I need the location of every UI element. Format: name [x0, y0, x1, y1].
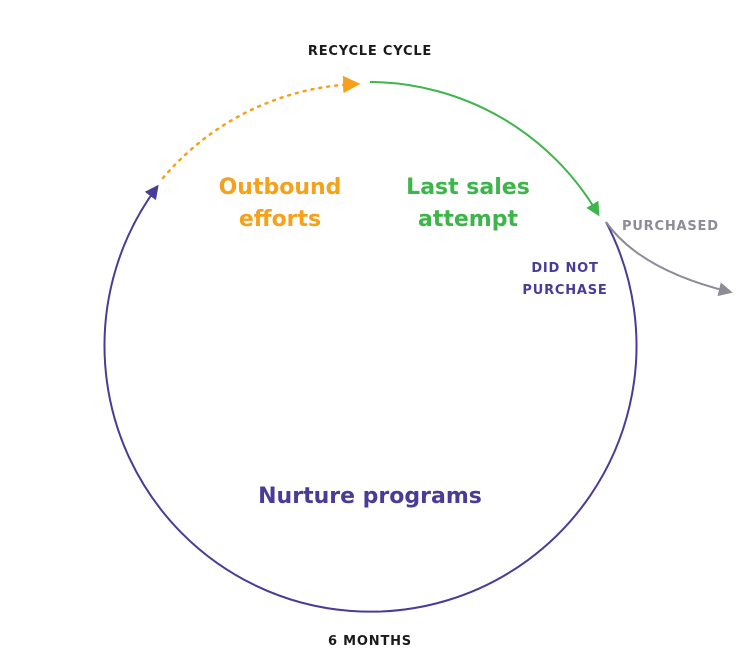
- outbound-line1: Outbound: [218, 175, 342, 200]
- did-not-line1: DID NOT: [531, 261, 599, 276]
- did-not-purchase-label: DID NOT PURCHASE: [510, 258, 620, 302]
- six-months-label: 6 MONTHS: [328, 634, 412, 649]
- last-sales-line2: attempt: [418, 207, 518, 232]
- purchased-label: PURCHASED: [622, 219, 719, 234]
- last-sales-arc: [369, 81, 600, 217]
- outbound-arc: [161, 75, 361, 180]
- did-not-line2: PURCHASE: [522, 283, 608, 298]
- last-sales-line1: Last sales: [406, 175, 530, 200]
- nurture-programs-label: Nurture programs: [258, 484, 482, 509]
- recycle-cycle-label: RECYCLE CYCLE: [307, 44, 433, 59]
- last-sales-attempt-label: Last sales attempt: [378, 172, 558, 236]
- outbound-efforts-label: Outbound efforts: [190, 172, 370, 236]
- outbound-line2: efforts: [238, 207, 322, 232]
- purchased-arrow: [605, 221, 733, 297]
- nurture-arc: [103, 184, 638, 613]
